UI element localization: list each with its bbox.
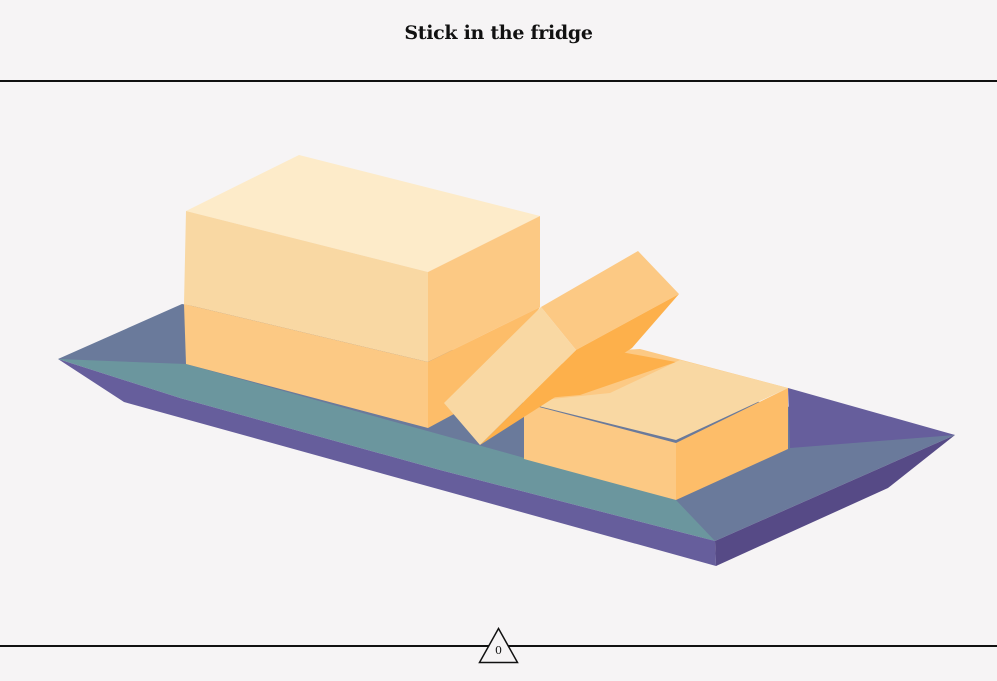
header: Stick in the fridge [0, 0, 997, 81]
butter-slice-tilted [444, 251, 679, 445]
dish-side-right [715, 435, 955, 566]
slice-tilted-top [541, 251, 679, 350]
triangle-icon [478, 626, 519, 664]
dish-teal-band [58, 359, 715, 541]
dish-right-inner [788, 388, 955, 448]
counter-value: 0 [495, 644, 502, 657]
butter-stick-front-upper [184, 211, 428, 362]
slice-lying-upper [522, 360, 788, 440]
slice-lying-side [676, 388, 788, 500]
dish-side-front [58, 359, 716, 566]
butter-stick-front-lower [184, 304, 428, 428]
butter-stick-top [186, 155, 540, 272]
slice-tilted-side [480, 294, 679, 445]
butter-stick-side-upper [428, 216, 540, 362]
top-divider [0, 80, 997, 82]
counter-badge[interactable]: 0 [478, 626, 519, 664]
page-title: Stick in the fridge [404, 21, 593, 44]
slice-tilted-face [444, 307, 576, 445]
slice-lying-front [524, 403, 676, 500]
butter-scene [58, 155, 955, 566]
